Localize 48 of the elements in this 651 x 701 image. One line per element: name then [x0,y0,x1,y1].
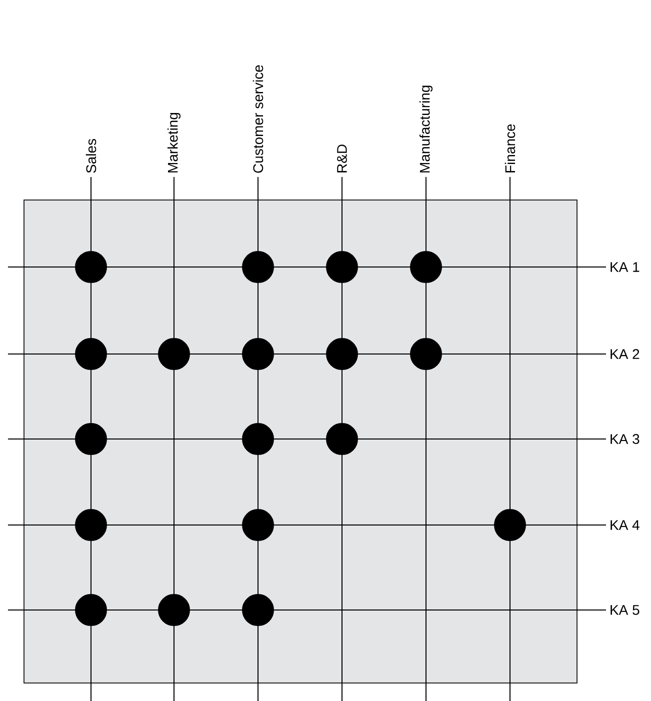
connector-line [274,524,494,526]
dot [410,251,442,283]
row-label: KA 4 [610,520,640,530]
dot [75,509,107,541]
dot [158,338,190,370]
dot [410,338,442,370]
connector-line [442,266,606,268]
connector-line [90,176,92,252]
column-label: Manufacturing [419,86,433,172]
connector-line [8,438,76,440]
connector-line [274,438,326,440]
connector-line [90,370,92,424]
dot [326,338,358,370]
connector-line [358,266,410,268]
connector-line [526,524,606,526]
dot [242,251,274,283]
dot [242,423,274,455]
connector-line [8,266,76,268]
dot [158,594,190,626]
dot [494,509,526,541]
connector-line [90,454,92,510]
column-label: Marketing [167,112,181,172]
connector-line [274,266,326,268]
column-label: Finance [504,124,516,172]
row-label: KA 2 [610,349,640,359]
dot [75,423,107,455]
dot [75,594,107,626]
dot [75,338,107,370]
connector-line [106,266,242,268]
dot [75,251,107,283]
row-label: KA 5 [610,605,640,615]
connector-line [358,438,606,440]
dot [326,423,358,455]
dot [242,594,274,626]
dot [326,251,358,283]
column-label: R&D [337,144,347,172]
row-label: KA 3 [610,434,640,444]
column-label: Customer service [252,65,264,173]
connector-line [106,524,242,526]
dot [242,509,274,541]
connector-line [8,524,76,526]
dot [242,338,274,370]
column-label: Sales [86,139,96,173]
connector-line [90,540,92,594]
connector-line [90,282,92,338]
row-label: KA 1 [610,262,640,272]
connector-line [106,438,242,440]
connector-line [90,626,92,701]
